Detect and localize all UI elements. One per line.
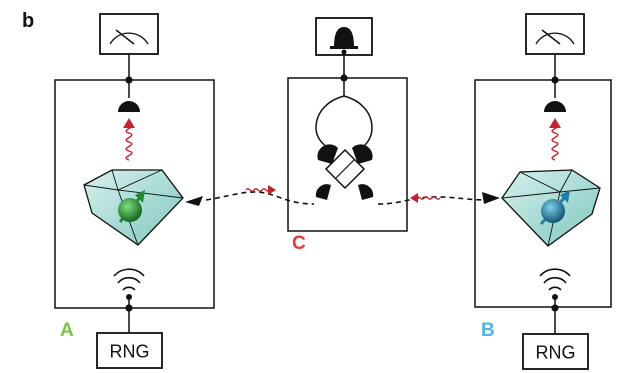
node-a-box (54, 79, 215, 309)
photon-icon (245, 188, 271, 192)
photon-emission (549, 118, 561, 161)
meter-icon (99, 13, 159, 55)
detector-icon (317, 144, 338, 164)
node-b: RNG B (474, 13, 612, 370)
node-b-box (474, 79, 612, 308)
node-c: C (287, 17, 408, 254)
photon-emission (123, 118, 135, 161)
channel-a-c (205, 185, 315, 205)
panel-label: b (22, 10, 34, 32)
node-a: RNG A (54, 13, 215, 369)
rng-b-box (522, 333, 589, 370)
photon-icon (415, 196, 441, 200)
rng-b-label: RNG (536, 343, 576, 363)
node-a-label: A (60, 320, 74, 341)
spin-a-icon (118, 190, 145, 223)
emitter-icon (185, 196, 203, 206)
detector-icon (544, 101, 566, 112)
detector-icon (358, 184, 374, 200)
rng-a-box (96, 332, 163, 369)
spin-b-icon (539, 190, 570, 225)
channel-b-c (377, 193, 489, 205)
beam-splitter-icon (324, 148, 366, 190)
detector-icon (352, 144, 373, 164)
emitter-icon (482, 192, 500, 204)
detector-icon (315, 184, 331, 200)
node-c-label: C (292, 233, 306, 254)
meter-icon (525, 13, 585, 55)
signal-icon (113, 268, 145, 291)
rng-a-label: RNG (110, 342, 150, 362)
signal-icon (539, 268, 571, 291)
detector-icon (118, 101, 140, 112)
bell-icon (315, 17, 373, 56)
node-b-label: B (481, 320, 495, 341)
